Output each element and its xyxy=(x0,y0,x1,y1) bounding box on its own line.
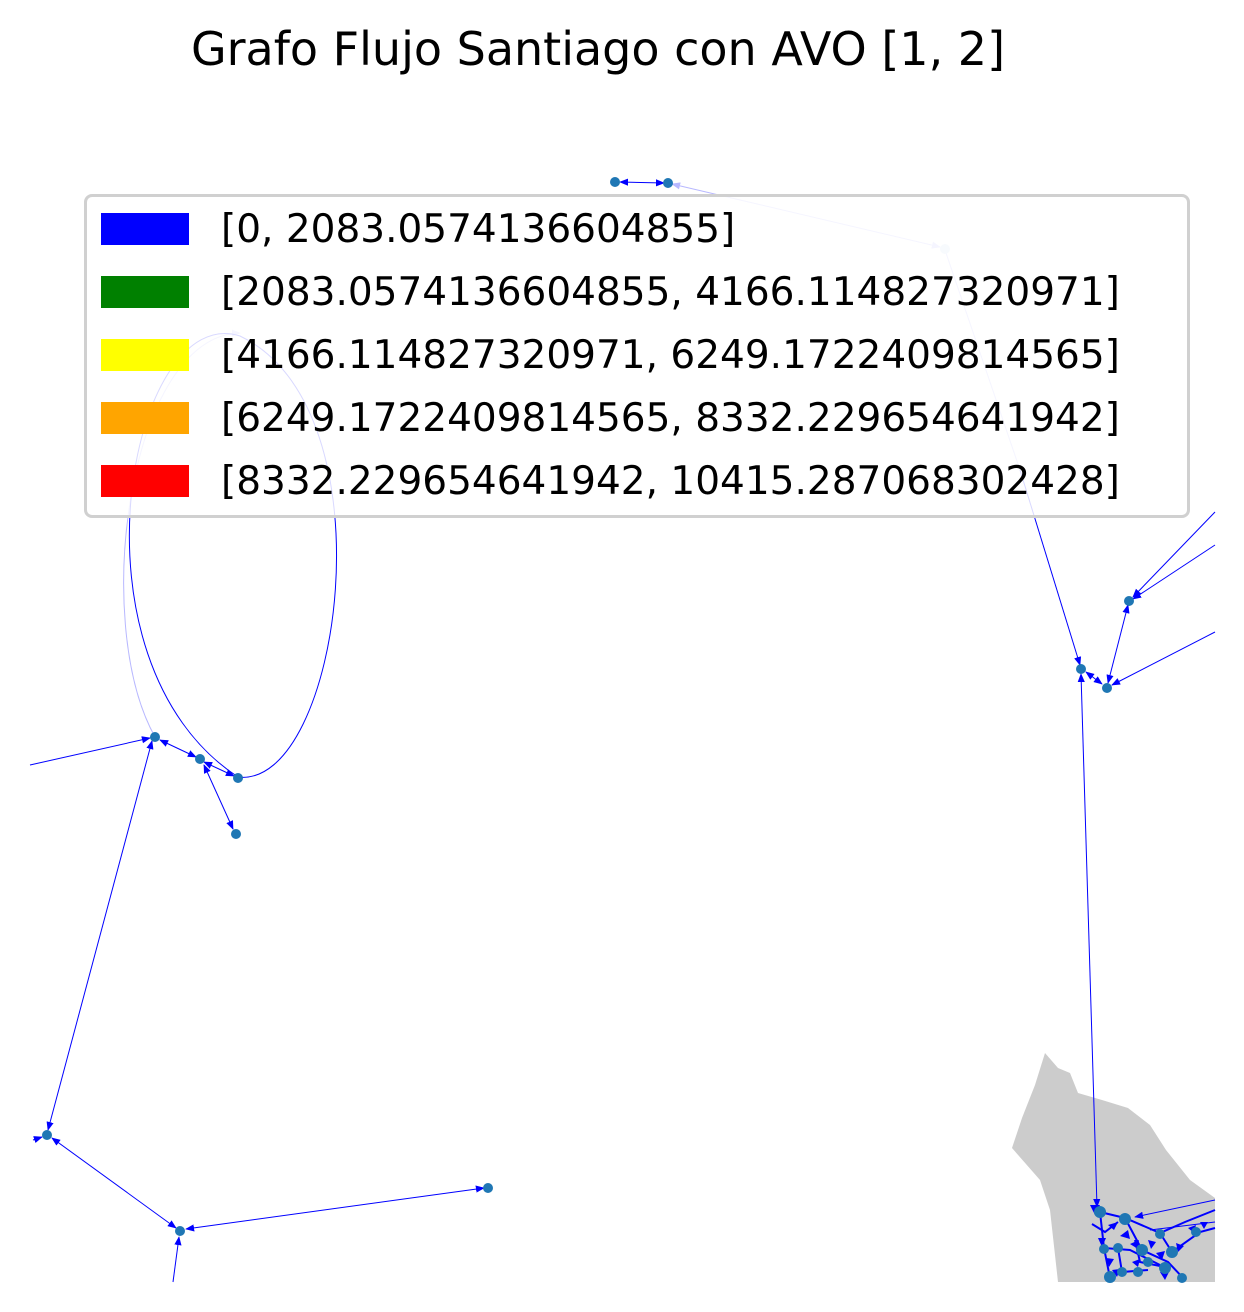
legend-swatch-1 xyxy=(101,276,189,308)
edge xyxy=(32,1136,43,1143)
edge xyxy=(1111,631,1216,686)
legend-entry-0: [0, 2083.0574136604855] xyxy=(101,206,736,252)
nodes xyxy=(42,177,1201,1283)
edge xyxy=(159,739,197,758)
legend-label-0: [0, 2083.0574136604855] xyxy=(221,206,736,252)
chart-title: Grafo Flujo Santiago con AVO [1, 2] xyxy=(190,22,1006,76)
legend-label-3: [6249.1722409814565, 8332.229654641942] xyxy=(221,395,1120,441)
edge xyxy=(29,736,151,766)
edge xyxy=(1085,671,1103,685)
legend-entry-2: [4166.114827320971, 6249.1722409814565] xyxy=(101,332,1120,378)
edge xyxy=(1106,604,1130,684)
cluster-arrowheads xyxy=(1090,1205,1208,1280)
legend-swatch-4 xyxy=(101,465,189,497)
legend-label-4: [8332.229654641942, 10415.287068302428] xyxy=(221,458,1120,504)
edge xyxy=(51,1137,177,1229)
map-region xyxy=(1012,1053,1215,1282)
legend-swatch-2 xyxy=(101,339,189,371)
legend-label-1: [2083.0574136604855, 4166.114827320971] xyxy=(221,269,1120,315)
edge xyxy=(172,1236,182,1283)
legend: [0, 2083.0574136604855] [2083.0574136604… xyxy=(84,194,1190,518)
legend-entry-3: [6249.1722409814565, 8332.229654641942] xyxy=(101,395,1120,441)
edge xyxy=(1132,511,1216,598)
edge xyxy=(1132,544,1216,600)
legend-entry-4: [8332.229654641942, 10415.287068302428] xyxy=(101,458,1120,504)
edge xyxy=(46,740,154,1131)
legend-label-2: [4166.114827320971, 6249.1722409814565] xyxy=(221,332,1120,378)
edge xyxy=(203,764,234,830)
edge xyxy=(185,1185,485,1232)
edge xyxy=(1134,1199,1216,1219)
legend-swatch-3 xyxy=(101,402,189,434)
edge xyxy=(619,178,665,187)
edge xyxy=(1077,673,1101,1208)
legend-entry-1: [2083.0574136604855, 4166.114827320971] xyxy=(101,269,1120,315)
legend-swatch-0 xyxy=(101,213,189,245)
